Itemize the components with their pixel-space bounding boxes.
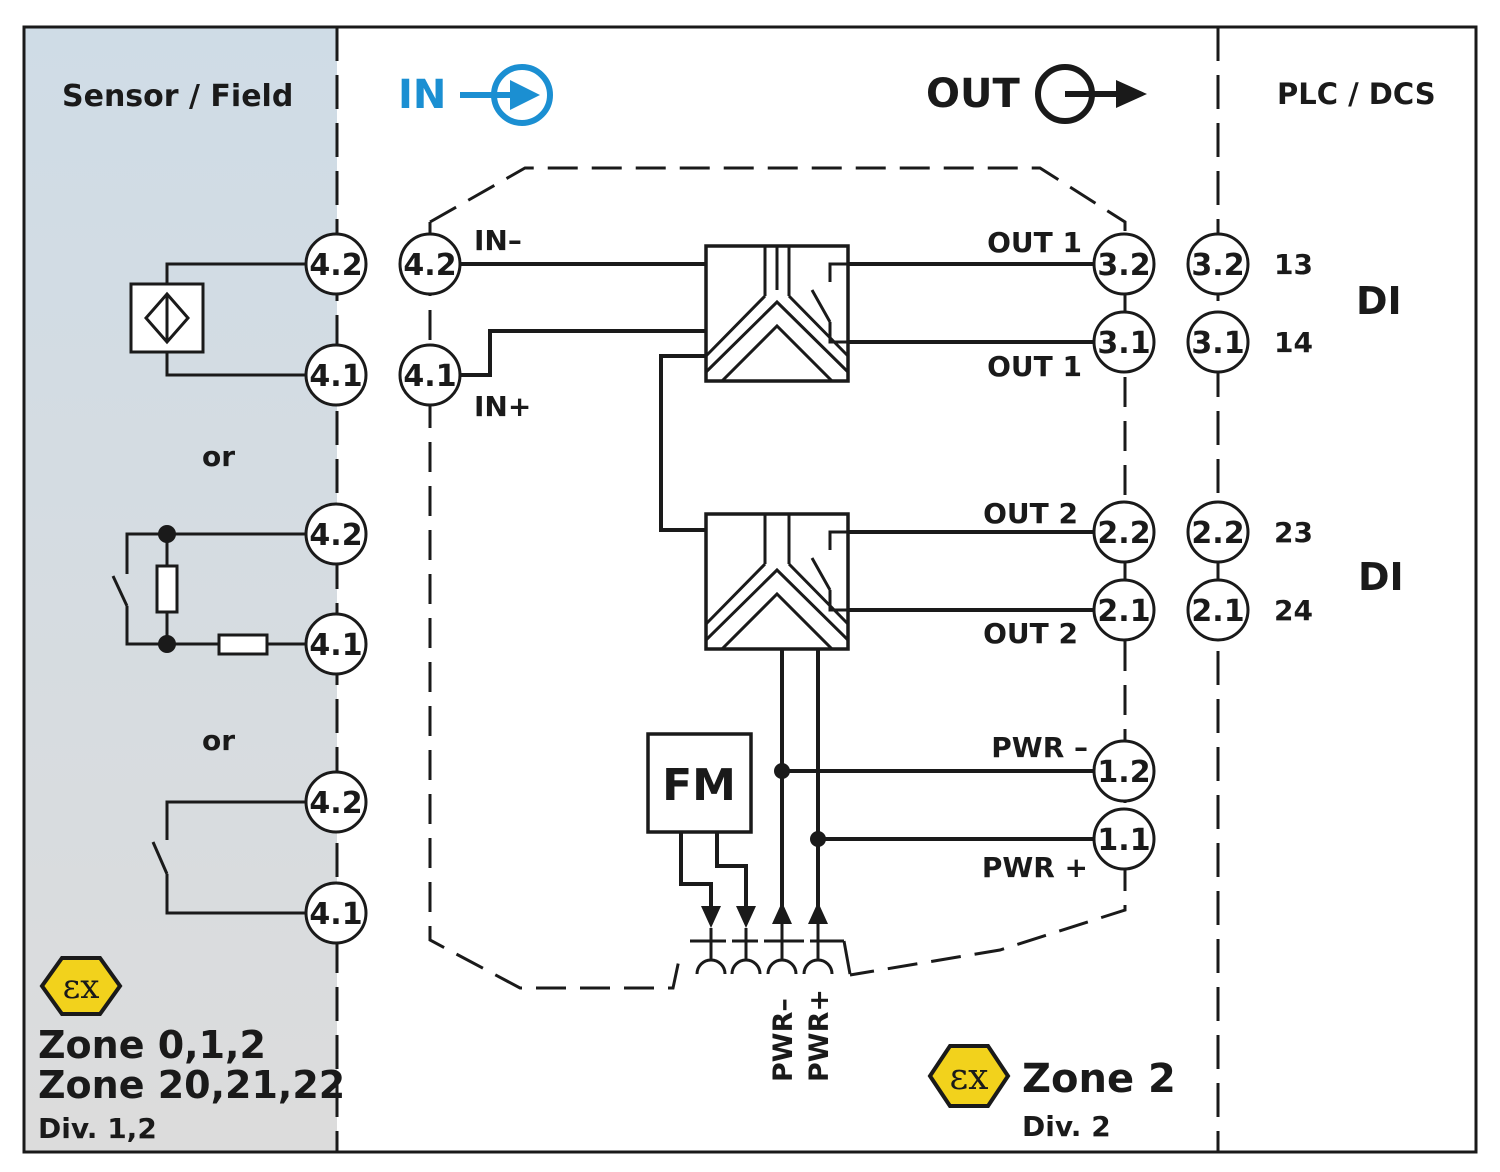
svg-text:3.1: 3.1	[1097, 326, 1150, 361]
svg-text:4.1: 4.1	[309, 628, 362, 663]
svg-text:4.1: 4.1	[309, 359, 362, 394]
svg-text:4.2: 4.2	[309, 248, 362, 283]
plc-dcs-label: PLC / DCS	[1277, 77, 1436, 111]
pwr-plus-label: PWR +	[982, 851, 1088, 884]
bus-connector	[690, 924, 852, 975]
or-label-2: or	[202, 724, 235, 757]
plc-number: 13	[1274, 248, 1313, 281]
plc-number: 14	[1274, 326, 1313, 359]
module-output-terminal: 1.1	[1092, 807, 1156, 871]
ex-zone-line-1: Zone 0,1,2	[38, 1023, 266, 1067]
out1-label-bottom: OUT 1	[987, 350, 1082, 383]
svg-text:4.1: 4.1	[403, 359, 456, 394]
fm-wire-1	[679, 832, 713, 912]
svg-text:1.2: 1.2	[1097, 755, 1150, 790]
arrow-into-circle-icon	[460, 64, 553, 126]
svg-text:εx: εx	[950, 1057, 989, 1098]
in-plus-wire	[460, 329, 706, 377]
pwr-plus-bus-label: PWR+	[804, 989, 835, 1082]
pwr-minus-label: PWR –	[991, 731, 1088, 764]
zone2-div-label: Div. 2	[1022, 1110, 1111, 1143]
field-terminal: 4.1	[304, 343, 368, 407]
isolator-block-1	[704, 244, 850, 383]
channel-link-wire	[659, 354, 706, 532]
svg-text:2.1: 2.1	[1191, 594, 1244, 629]
atex-ex-hexagon-icon: εx	[927, 1044, 1011, 1108]
svg-text:2.1: 2.1	[1097, 594, 1150, 629]
svg-text:1.1: 1.1	[1097, 823, 1150, 858]
svg-text:3.1: 3.1	[1191, 326, 1244, 361]
pwr-minus-bus-label: PWR–	[768, 998, 799, 1082]
up-arrow-icon	[772, 902, 792, 924]
in-plus-label: IN+	[474, 390, 531, 423]
module-boundary	[429, 166, 1127, 977]
down-arrow-icon	[736, 906, 756, 928]
module-output-terminal: 2.1	[1092, 578, 1156, 642]
fm-label: FM	[662, 760, 736, 811]
field-terminal: 4.2	[304, 770, 368, 834]
in-minus-label: IN–	[474, 224, 522, 257]
plc-number: 23	[1274, 516, 1313, 549]
module-output-terminal: 3.1	[1092, 310, 1156, 374]
atex-ex-hexagon-icon: εx	[39, 956, 123, 1016]
field-terminal: 4.1	[304, 881, 368, 945]
svg-text:4.2: 4.2	[309, 518, 362, 553]
dry-contact-switch	[151, 800, 306, 915]
svg-text:3.2: 3.2	[1191, 248, 1244, 283]
out2-label-top: OUT 2	[983, 497, 1078, 530]
plc-terminal: 3.2	[1186, 232, 1250, 296]
field-terminal: 4.1	[304, 612, 368, 676]
ex-zone-line-2: Zone 20,21,22	[38, 1063, 345, 1107]
or-label-1: or	[202, 440, 235, 473]
svg-text:2.2: 2.2	[1191, 516, 1244, 551]
out-label: OUT	[926, 71, 1020, 117]
proximity-sensor-icon	[129, 262, 306, 377]
fm-box	[646, 732, 753, 834]
pwr-minus-junction	[774, 763, 790, 779]
field-terminal: 4.2	[304, 232, 368, 296]
resistor-contact-sensor	[111, 525, 306, 656]
svg-text:4.2: 4.2	[403, 248, 456, 283]
arrow-out-of-circle-icon	[1035, 64, 1147, 124]
di-label-2: DI	[1358, 555, 1404, 599]
module-output-terminal: 3.2	[1092, 232, 1156, 296]
up-arrow-icon	[808, 902, 828, 924]
svg-text:4.2: 4.2	[309, 786, 362, 821]
module-input-terminal: 4.1	[398, 343, 462, 407]
svg-text:εx: εx	[63, 967, 100, 1007]
ex-div-label: Div. 1,2	[38, 1112, 157, 1145]
module-output-terminal: 2.2	[1092, 500, 1156, 564]
in-label: IN	[398, 72, 446, 118]
svg-text:3.2: 3.2	[1097, 248, 1150, 283]
fm-wire-2	[715, 832, 748, 912]
svg-text:2.2: 2.2	[1097, 516, 1150, 551]
out1-label-top: OUT 1	[987, 226, 1082, 259]
plc-number: 24	[1274, 594, 1313, 627]
isolator-block-2	[704, 512, 850, 651]
plc-terminal: 2.2	[1186, 500, 1250, 564]
sensor-field-label: Sensor / Field	[62, 79, 293, 114]
out2-label-bottom: OUT 2	[983, 617, 1078, 650]
plc-terminal: 2.1	[1186, 578, 1250, 642]
outer-frame	[22, 25, 1478, 1154]
di-label-1: DI	[1356, 279, 1402, 323]
pwr-plus-junction	[810, 831, 826, 847]
svg-text:4.1: 4.1	[309, 897, 362, 932]
zone2-label: Zone 2	[1022, 1056, 1176, 1102]
field-terminal: 4.2	[304, 502, 368, 566]
module-boundary-left	[428, 222, 682, 990]
down-arrow-icon	[701, 906, 721, 928]
module-output-terminal: 1.2	[1092, 739, 1156, 803]
plc-terminal: 3.1	[1186, 310, 1250, 374]
module-input-terminal: 4.2	[398, 232, 462, 296]
